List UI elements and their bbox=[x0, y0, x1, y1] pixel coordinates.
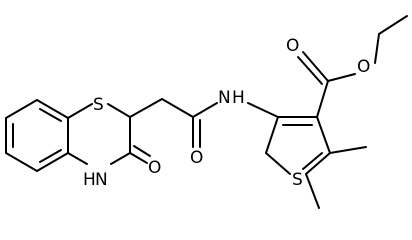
thiophene-ring bbox=[265, 116, 331, 175]
ethyl-ester bbox=[297, 15, 408, 118]
benzene-ring bbox=[5, 99, 69, 172]
atom-label-h-thiazine: H bbox=[83, 170, 96, 190]
atom-label-o-ether: O bbox=[357, 57, 370, 77]
molecule-structure: S H N O O N H O O S bbox=[5, 15, 408, 209]
atom-label-h-amide: H bbox=[232, 88, 245, 108]
structure-canvas: S H N O O N H O O S bbox=[5, 15, 408, 209]
atom-label-o-amide: O bbox=[190, 148, 203, 168]
acetamide-linker bbox=[129, 98, 279, 148]
atom-label-n-thiazine: N bbox=[95, 170, 108, 190]
methyl-groups bbox=[305, 146, 367, 209]
atom-label-n-amide: N bbox=[218, 88, 231, 108]
atom-label-o-lactam: O bbox=[148, 158, 161, 178]
atom-labels: S H N O O N H O O S bbox=[83, 36, 370, 190]
thiazine-ring bbox=[67, 103, 131, 165]
atom-label-o-carbonyl: O bbox=[286, 36, 299, 56]
atom-label-s-thiazine: S bbox=[93, 95, 104, 115]
atom-label-s-thiophene: S bbox=[292, 170, 303, 190]
lactam-carbonyl bbox=[129, 145, 151, 164]
